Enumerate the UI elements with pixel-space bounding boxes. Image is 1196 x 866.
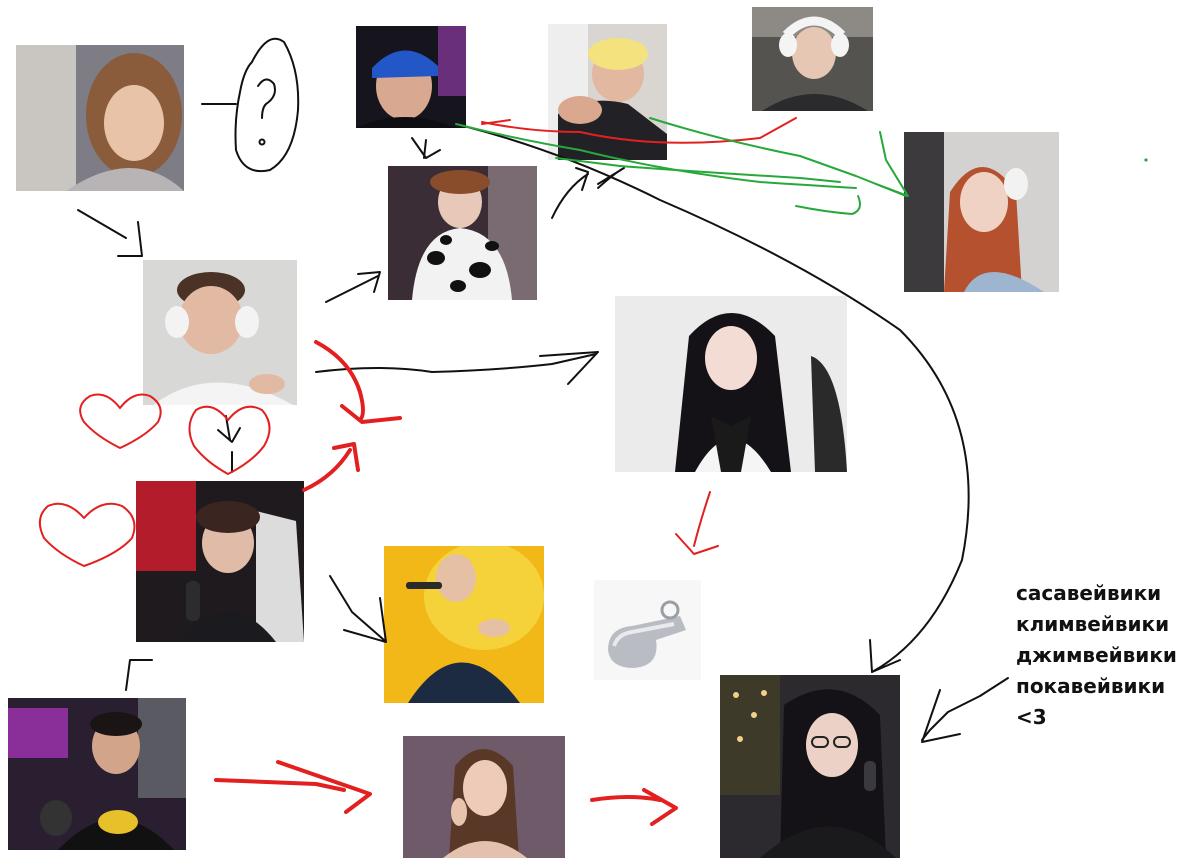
photo-girl-red-light bbox=[136, 481, 304, 642]
photo-rapper-microphone bbox=[384, 546, 544, 703]
caption-line: джимвейвики bbox=[1016, 643, 1177, 667]
photo-guy-bottom-left bbox=[8, 698, 186, 850]
photo-curly-guy-headphones bbox=[143, 260, 297, 405]
question-mark-ear-drawing bbox=[201, 37, 300, 172]
caption-line: <3 bbox=[1016, 705, 1047, 729]
photo-girl-long-black-hair bbox=[615, 296, 847, 472]
caption-line: сасавейвики bbox=[1016, 581, 1162, 605]
heart-icon bbox=[188, 405, 271, 475]
photo-girl-glasses-microphone bbox=[720, 675, 900, 858]
heart-icon bbox=[38, 502, 136, 567]
photo-brunette-girl bbox=[403, 736, 565, 858]
annotation-caption: сасавейвики климвейвики джимвейвики пока… bbox=[1016, 578, 1177, 733]
photo-whistle bbox=[594, 580, 701, 680]
photo-girl-cow-print bbox=[388, 166, 537, 300]
photo-girl-top-left bbox=[16, 45, 184, 191]
caption-line: покавейвики bbox=[1016, 674, 1166, 698]
photo-blond-guy-flexing bbox=[548, 24, 667, 160]
photo-girl-white-headphones bbox=[752, 7, 873, 111]
photo-redhead-girl bbox=[904, 132, 1059, 292]
caption-line: климвейвики bbox=[1016, 612, 1170, 636]
photo-guy-blue-bandana bbox=[356, 26, 466, 128]
